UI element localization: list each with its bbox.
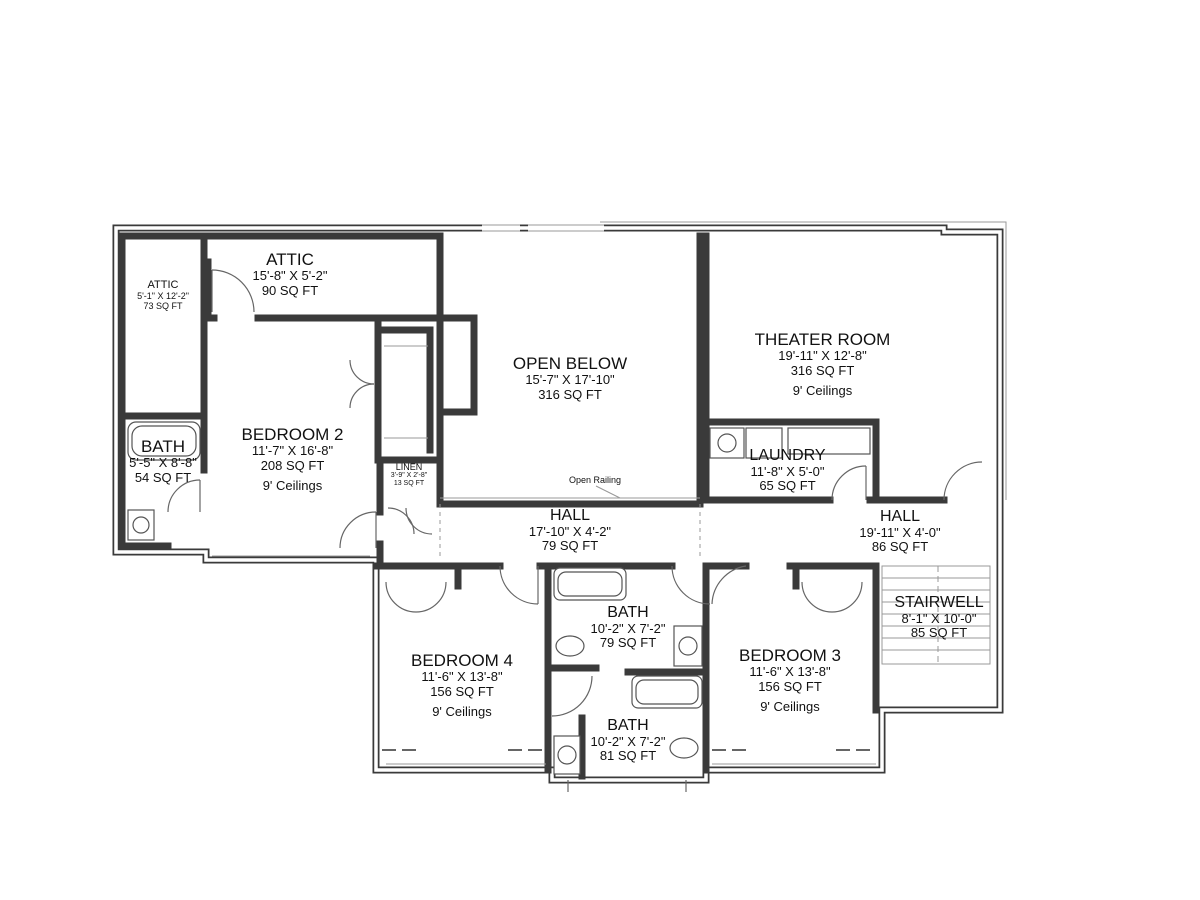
room-open-below: OPEN BELOW 15'-7" X 17'-10" 316 SQ FT <box>495 354 645 402</box>
room-linen: LINEN 3'-9" X 2'-8" 13 SQ FT <box>384 462 434 488</box>
room-bedroom-2: BEDROOM 2 11'-7" X 16'-8" 208 SQ FT 9' C… <box>220 425 365 494</box>
room-area: 86 SQ FT <box>871 539 929 555</box>
room-dims: 11'-6" X 13'-8" <box>749 664 831 680</box>
room-attic-left: ATTIC 5'-1" X 12'-2" 73 SQ FT <box>124 279 202 311</box>
room-area: 156 SQ FT <box>430 683 494 699</box>
room-bath-mid: BATH 10'-2" X 7'-2" 79 SQ FT <box>575 604 681 651</box>
room-name: LAUNDRY <box>749 447 826 464</box>
room-bath-left: BATH 5'-5" X 8'-8" 54 SQ FT <box>120 437 206 485</box>
room-name: ATTIC <box>147 279 179 291</box>
room-area: 13 SQ FT <box>393 479 425 487</box>
room-dims: 10'-2" X 7'-2" <box>590 620 666 636</box>
room-ceiling: 9' Ceilings <box>792 383 853 399</box>
doors <box>167 269 983 717</box>
toilet-mid <box>555 635 585 657</box>
room-area: 316 SQ FT <box>790 362 855 378</box>
room-name: OPEN BELOW <box>512 354 628 373</box>
room-area: 79 SQ FT <box>599 635 657 651</box>
room-name: LINEN <box>395 462 423 472</box>
room-dims: 15'-8" X 5'-2" <box>252 268 328 284</box>
room-name: STAIRWELL <box>894 594 984 611</box>
room-name: HALL <box>549 507 591 524</box>
room-area: 65 SQ FT <box>759 478 816 494</box>
room-name: BEDROOM 2 <box>241 425 344 444</box>
interior-walls <box>118 232 948 780</box>
room-name: BATH <box>607 604 649 621</box>
room-name: BEDROOM 3 <box>738 646 842 665</box>
room-area: 208 SQ FT <box>260 457 325 473</box>
room-area: 81 SQ FT <box>599 748 657 764</box>
room-area: 85 SQ FT <box>910 625 968 641</box>
room-ceiling: 9' Ceilings <box>432 704 492 720</box>
room-dims: 19'-11" X 12'-8" <box>778 348 867 364</box>
room-dims: 10'-2" X 7'-2" <box>590 733 666 749</box>
room-bedroom-4: BEDROOM 4 11'-6" X 13'-8" 156 SQ FT 9' C… <box>392 651 532 720</box>
room-laundry: LAUNDRY 11'-8" X 5'-0" 65 SQ FT <box>730 447 845 494</box>
room-ceiling: 9' Ceilings <box>760 699 820 715</box>
room-dims: 8'-1" X 10'-0" <box>901 610 977 626</box>
room-area: 54 SQ FT <box>134 469 192 485</box>
room-dims: 11'-6" X 13'-8" <box>421 669 503 685</box>
room-area: 156 SQ FT <box>758 678 822 694</box>
room-ceiling: 9' Ceilings <box>262 478 323 494</box>
room-dims: 3'-9" X 2'-8" <box>390 472 428 480</box>
dryer <box>745 427 783 459</box>
room-name: BEDROOM 4 <box>410 651 514 670</box>
room-dims: 5'-5" X 8'-8" <box>129 455 197 471</box>
room-area: 79 SQ FT <box>541 538 599 554</box>
room-area: 316 SQ FT <box>538 386 602 402</box>
stairs <box>881 565 991 665</box>
room-name: THEATER ROOM <box>754 330 891 349</box>
room-stairwell: STAIRWELL 8'-1" X 10'-0" 85 SQ FT <box>878 594 1000 641</box>
room-area: 90 SQ FT <box>261 282 319 298</box>
room-hall-center: HALL 17'-10" X 4'-2" 79 SQ FT <box>505 507 635 554</box>
room-attic-top: ATTIC 15'-8" X 5'-2" 90 SQ FT <box>225 250 355 298</box>
detail-lines <box>212 345 876 792</box>
room-name: BATH <box>607 717 649 734</box>
room-bath-low: BATH 10'-2" X 7'-2" 81 SQ FT <box>575 717 681 764</box>
room-dims: 5'-1" X 12'-2" <box>137 291 189 302</box>
room-name: HALL <box>879 508 921 525</box>
open-railing-note: Open Railing <box>569 475 622 485</box>
room-dims: 19'-11" X 4'-0" <box>859 524 941 540</box>
room-area: 73 SQ FT <box>143 301 183 312</box>
toilet-low <box>669 737 699 759</box>
room-dims: 11'-7" X 16'-8" <box>251 443 334 459</box>
room-hall-right: HALL 19'-11" X 4'-0" 86 SQ FT <box>835 508 965 555</box>
room-dims: 17'-10" X 4'-2" <box>528 523 612 539</box>
sink-left <box>127 509 155 541</box>
fixtures <box>127 421 871 775</box>
room-bedroom-3: BEDROOM 3 11'-6" X 13'-8" 156 SQ FT 9' C… <box>720 646 860 715</box>
exterior-walls <box>112 221 1007 784</box>
room-name: BATH <box>140 437 186 456</box>
room-name: ATTIC <box>266 250 314 269</box>
room-dims: 15'-7" X 17'-10" <box>525 372 615 388</box>
room-theater-room: THEATER ROOM 19'-11" X 12'-8" 316 SQ FT … <box>735 330 910 399</box>
room-dims: 11'-8" X 5'-0" <box>750 463 825 479</box>
